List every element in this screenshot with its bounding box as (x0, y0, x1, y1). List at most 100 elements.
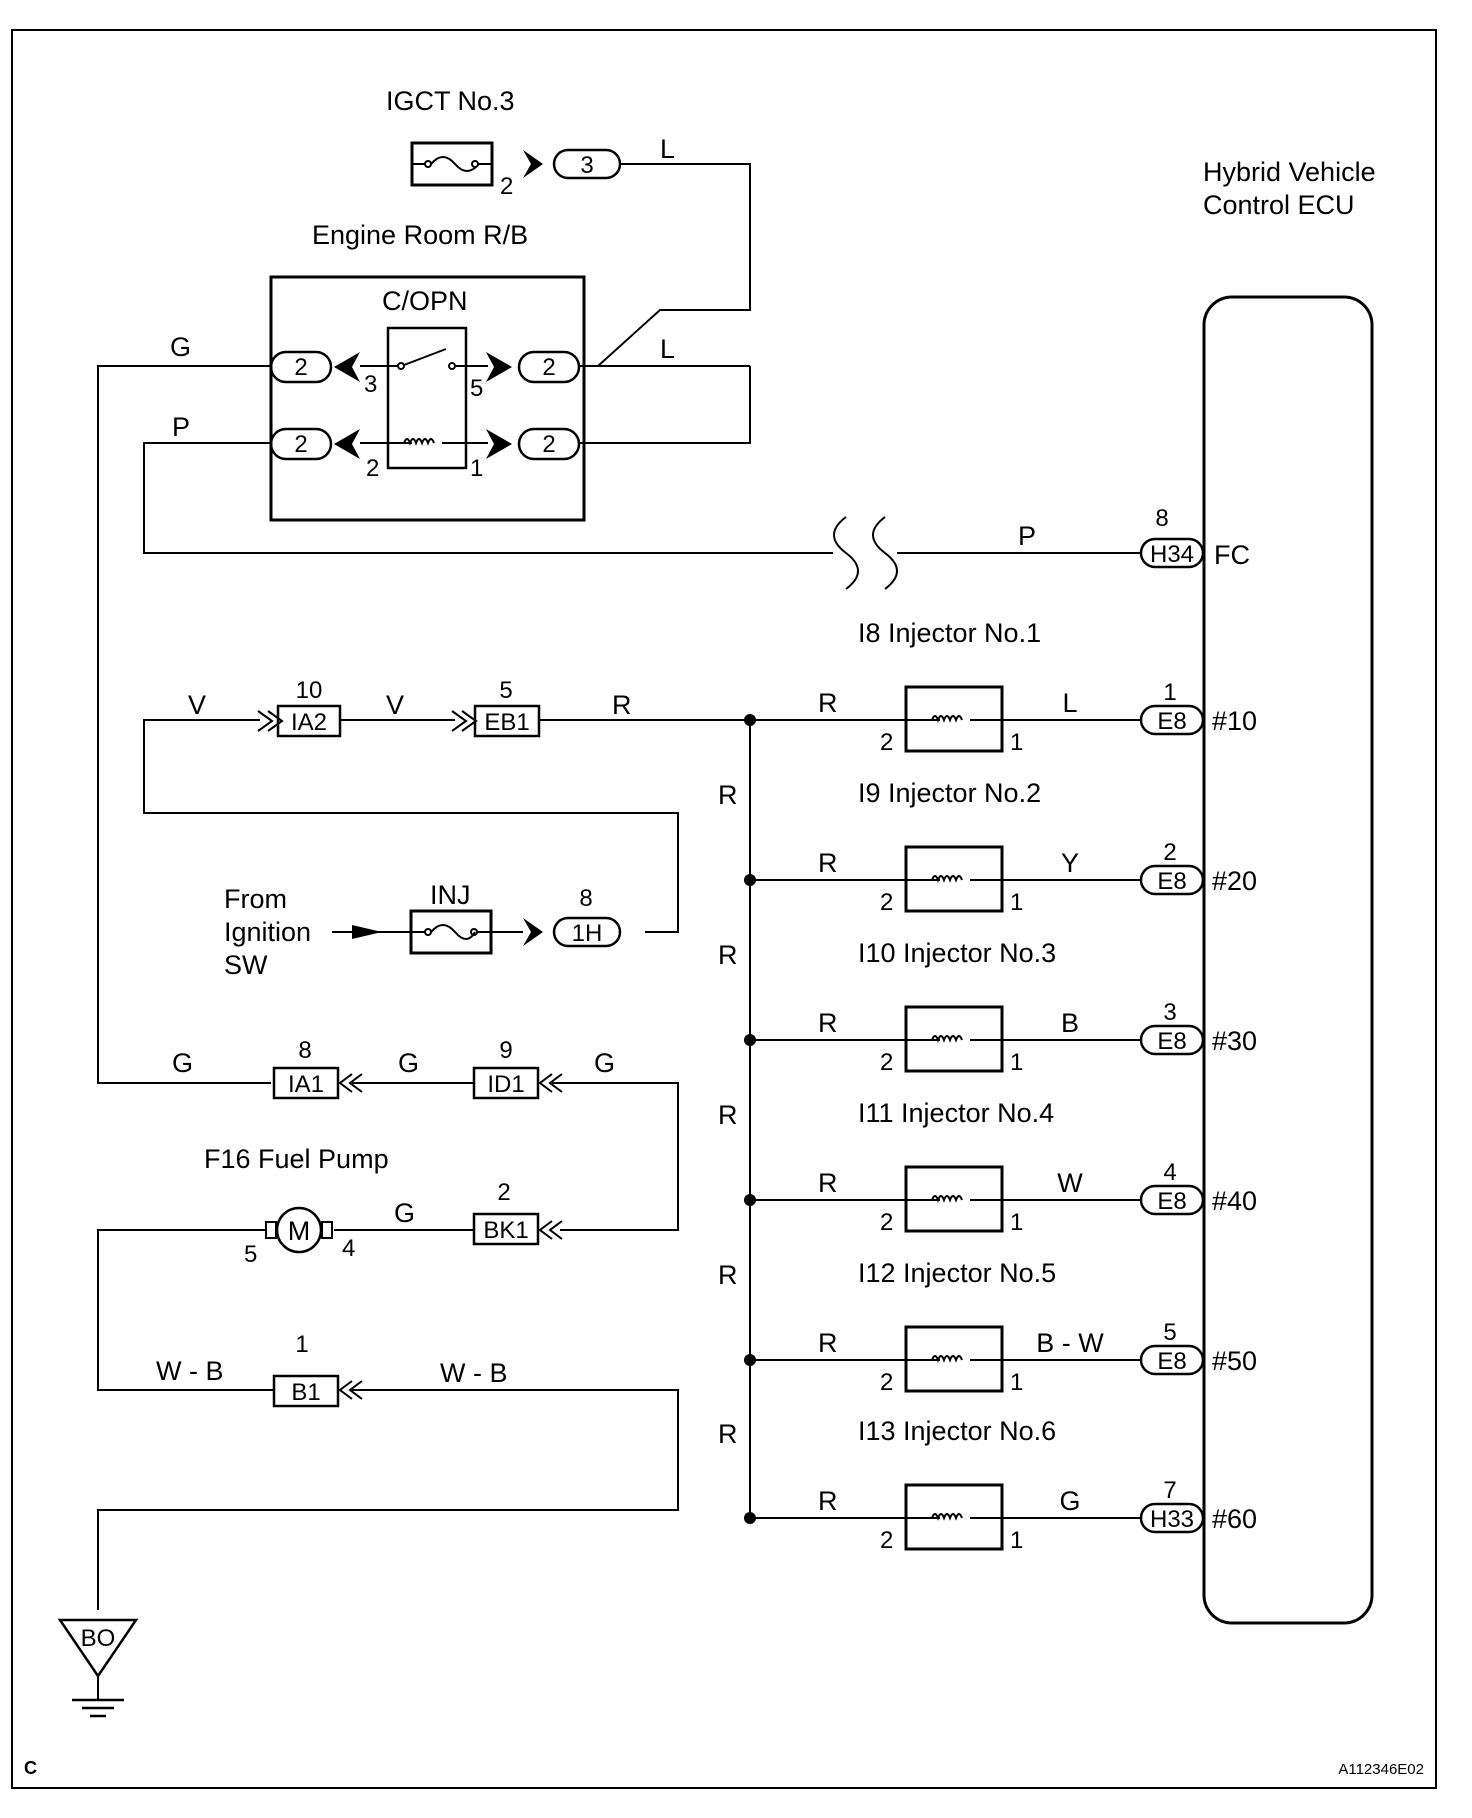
wire-label-r: R (818, 1168, 838, 1198)
injector-name: I8 Injector No.1 (858, 618, 1041, 648)
wire-label: L (1062, 688, 1077, 718)
connector-ia2: 10 IA2 (276, 677, 342, 738)
connector-bk1: 2 BK1 (472, 1179, 540, 1246)
relay-c-opn (386, 326, 468, 470)
ignition-source: From Ignition SW (224, 884, 390, 980)
conn-arrow-eb1 (451, 710, 478, 732)
conn-arrow-ia1 (338, 1073, 363, 1093)
connector-eb1: 5 EB1 (473, 677, 541, 738)
fuse-inj: INJ (390, 880, 543, 955)
ecu-connector-label: E8 (1157, 1348, 1186, 1375)
svg-text:8: 8 (298, 1037, 311, 1064)
wire-label: Y (1061, 848, 1079, 878)
injector-pin-in: 2 (880, 1527, 893, 1554)
wire-label-r: R (818, 1008, 838, 1038)
wire-label-v1: V (188, 690, 206, 720)
wire-label: G (1059, 1486, 1080, 1516)
connector-b1: 1 B1 (272, 1331, 340, 1408)
svg-text:FC: FC (1214, 540, 1250, 570)
connector-id1: 9 ID1 (472, 1037, 540, 1100)
ecu-terminal: #10 (1212, 706, 1257, 736)
svg-text:5: 5 (244, 1241, 257, 1268)
conn-arrow-bk1 (538, 1220, 563, 1240)
diagram-frame (11, 29, 1437, 1789)
break-mark-2 (872, 516, 898, 590)
ecu-terminal: #40 (1212, 1186, 1257, 1216)
svg-text:1: 1 (470, 455, 483, 482)
ecu-connector (1139, 1344, 1205, 1376)
fuel-pump-motor: M 5 4 (244, 1206, 355, 1268)
ecu-connector (1139, 1184, 1205, 1216)
svg-text:M: M (288, 1216, 311, 1246)
bus-label-r: R (718, 1419, 738, 1449)
wire-label-g1: G (172, 1048, 193, 1078)
wire-inj-feed (143, 720, 679, 933)
pump-title: F16 Fuel Pump (204, 1144, 389, 1174)
injector-name: I12 Injector No.5 (858, 1258, 1056, 1288)
svg-text:2: 2 (366, 455, 379, 482)
ecu-connector-label: H33 (1150, 1506, 1194, 1533)
wire-label-wb1: W - B (156, 1356, 224, 1386)
conn-arrow-ia2 (257, 710, 284, 732)
wire-label: B (1061, 1008, 1079, 1038)
rb-box (269, 275, 586, 522)
wire-label: B - W (1036, 1328, 1104, 1358)
wire-label-wb2: W - B (440, 1358, 508, 1388)
ecu-connector-label: E8 (1157, 868, 1186, 895)
footer-right: A112346E02 (1338, 1761, 1424, 1778)
svg-text:2: 2 (542, 354, 555, 381)
ecu-terminal: #20 (1212, 866, 1257, 896)
injector-pin-in: 2 (880, 1369, 893, 1396)
svg-text:8: 8 (579, 885, 592, 912)
svg-text:9: 9 (499, 1037, 512, 1064)
ecu-pin-number: 1 (1163, 679, 1176, 706)
svg-text:2: 2 (497, 1179, 510, 1206)
bus-label-r: R (718, 1100, 738, 1130)
ecu-pin-number: 4 (1163, 1159, 1176, 1186)
wire-label-g3: G (594, 1048, 615, 1078)
bus-label-r: R (718, 940, 738, 970)
connector-1h: 8 1H (552, 885, 622, 948)
injector-pin-out: 1 (1010, 1209, 1023, 1236)
svg-text:ID1: ID1 (487, 1071, 524, 1098)
ecu-pin-number: 2 (1163, 839, 1176, 866)
ecu-connector-label: E8 (1157, 1028, 1186, 1055)
ecu-connector-h34: 8 H34 FC (1139, 505, 1250, 570)
ecu-title-1: Hybrid Vehicle (1203, 157, 1376, 187)
svg-text:2: 2 (542, 431, 555, 458)
ecu-box (1202, 295, 1374, 1625)
svg-text:1: 1 (295, 1331, 308, 1358)
svg-text:From: From (224, 884, 287, 914)
injector-pin-out: 1 (1010, 729, 1023, 756)
wire-label-v2: V (386, 690, 404, 720)
svg-text:3: 3 (364, 371, 377, 398)
wire-label-r: R (818, 848, 838, 878)
igct-fuse-title: IGCT No.3 (386, 86, 515, 116)
ground-bo: BO (57, 1618, 139, 1718)
svg-text:Ignition: Ignition (224, 917, 311, 947)
svg-text:10: 10 (296, 677, 323, 704)
ecu-terminal: #50 (1212, 1346, 1257, 1376)
ecu-connector (1139, 1024, 1205, 1056)
conn-arrow-b1 (338, 1380, 363, 1400)
wire-wb-left (97, 1229, 274, 1391)
wire-v-left (143, 719, 260, 813)
conn-arrow-id1 (538, 1073, 563, 1093)
injector-pin-in: 2 (880, 1209, 893, 1236)
wire-p (143, 442, 833, 554)
svg-text:B1: B1 (291, 1379, 320, 1406)
wire-coil-return (579, 366, 751, 444)
wire-label-p-fc: P (1018, 521, 1036, 551)
ecu-connector-label: E8 (1157, 708, 1186, 735)
connector-ia1: 8 IA1 (272, 1037, 340, 1100)
igct-fuse: IGCT No.3 2 3 (386, 86, 622, 200)
svg-text:1H: 1H (572, 920, 603, 947)
wire-label-r: R (818, 688, 838, 718)
ecu-connector-label: E8 (1157, 1188, 1186, 1215)
